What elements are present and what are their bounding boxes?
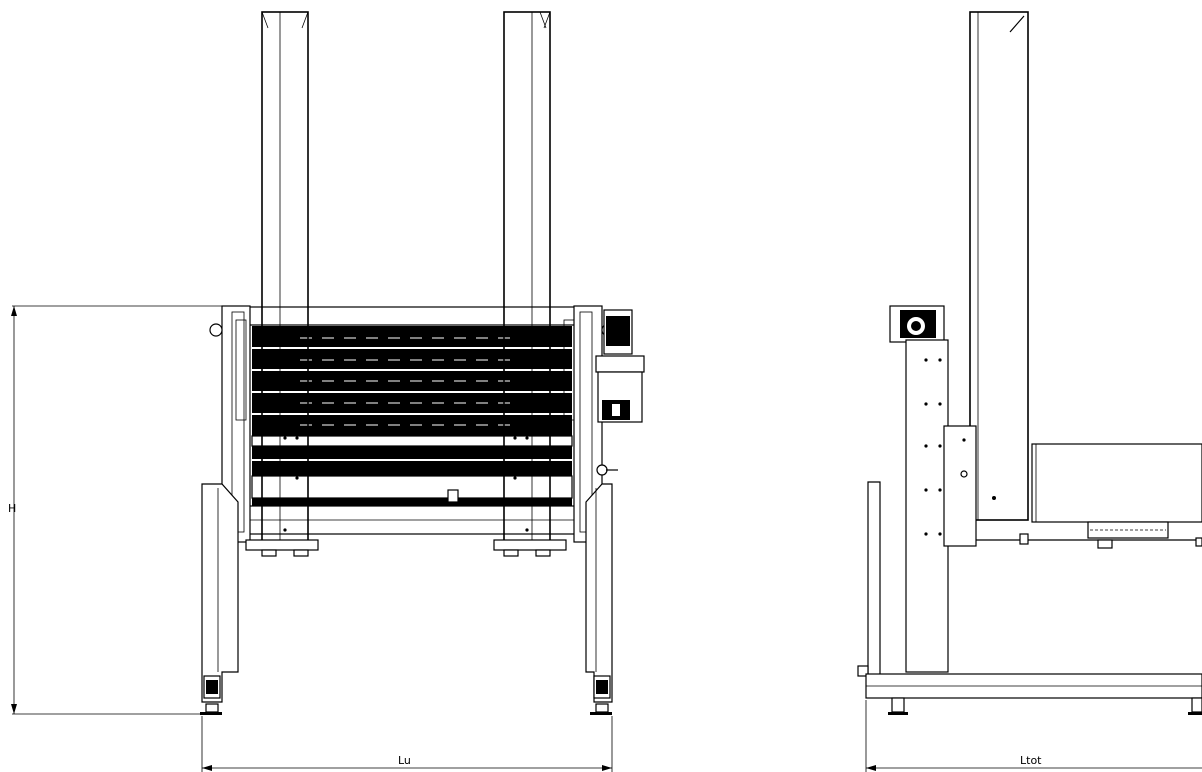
dimension-height: H: [8, 305, 222, 715]
side-platform: [976, 443, 1202, 549]
front-right-leg: [585, 483, 613, 715]
dimension-total-length: Ltot: [865, 700, 1202, 772]
total-length-label: Ltot: [1020, 754, 1042, 767]
front-view: H Lu: [8, 11, 645, 772]
dimension-useful-length: Lu: [201, 716, 613, 772]
front-left-leg: [200, 483, 239, 715]
motor-gearbox: [595, 309, 645, 476]
side-front-support: [857, 481, 881, 677]
front-right-column: [493, 11, 567, 557]
side-column: [969, 11, 1029, 521]
front-left-column: [245, 11, 319, 557]
side-body: [889, 305, 996, 673]
useful-length-label: Lu: [398, 754, 411, 767]
front-belt-body: [235, 306, 589, 535]
side-base: [865, 673, 1202, 715]
side-view: Ltot: [857, 11, 1202, 772]
height-label: H: [8, 502, 16, 515]
